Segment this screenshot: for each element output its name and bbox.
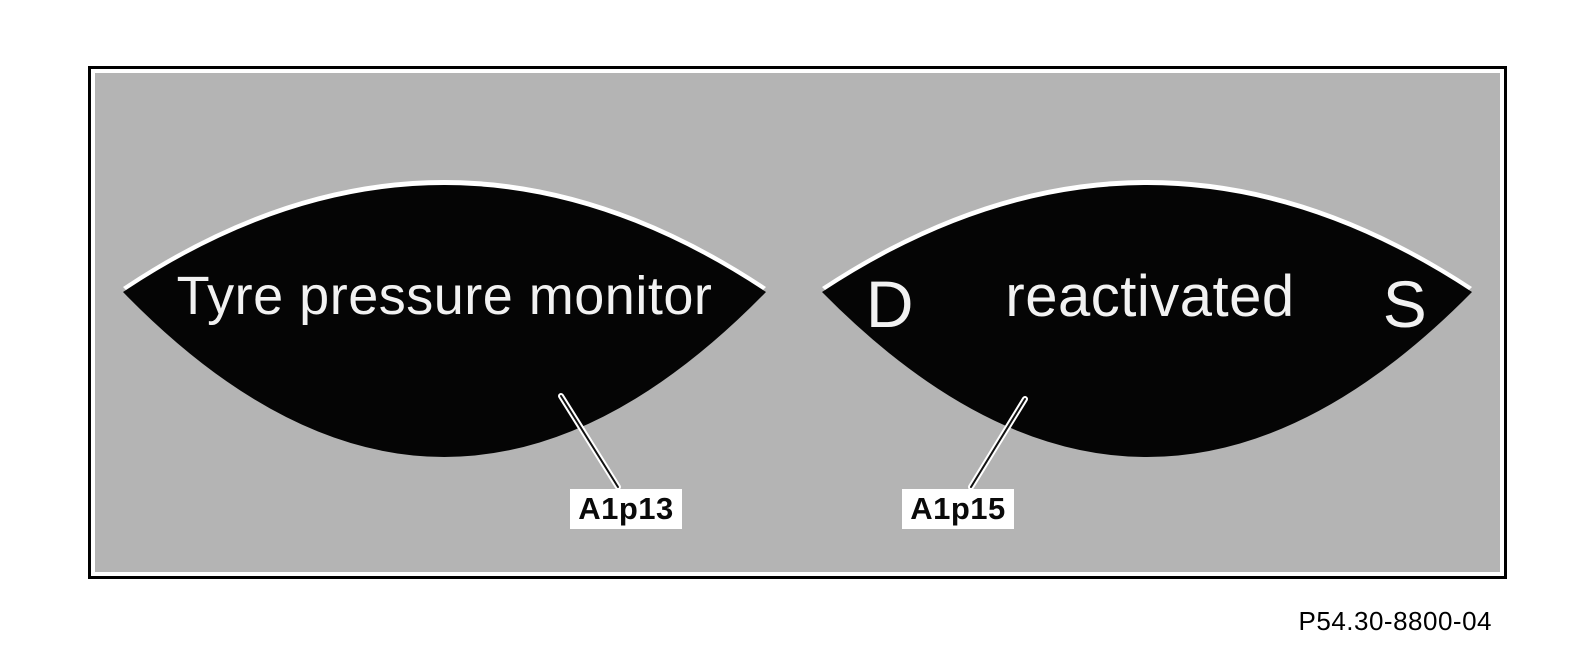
display-text-reactivated: reactivated <box>1005 263 1295 329</box>
figure-reference: P54.30-8800-04 <box>1298 606 1492 636</box>
display-letter-d: D <box>865 267 915 341</box>
display-letter-s: S <box>1382 267 1428 341</box>
display-text-tyre-pressure-monitor: Tyre pressure monitor <box>176 266 713 326</box>
callout-label-a1p13: A1p13 <box>570 489 682 529</box>
callout-label-a1p15: A1p15 <box>902 489 1014 529</box>
